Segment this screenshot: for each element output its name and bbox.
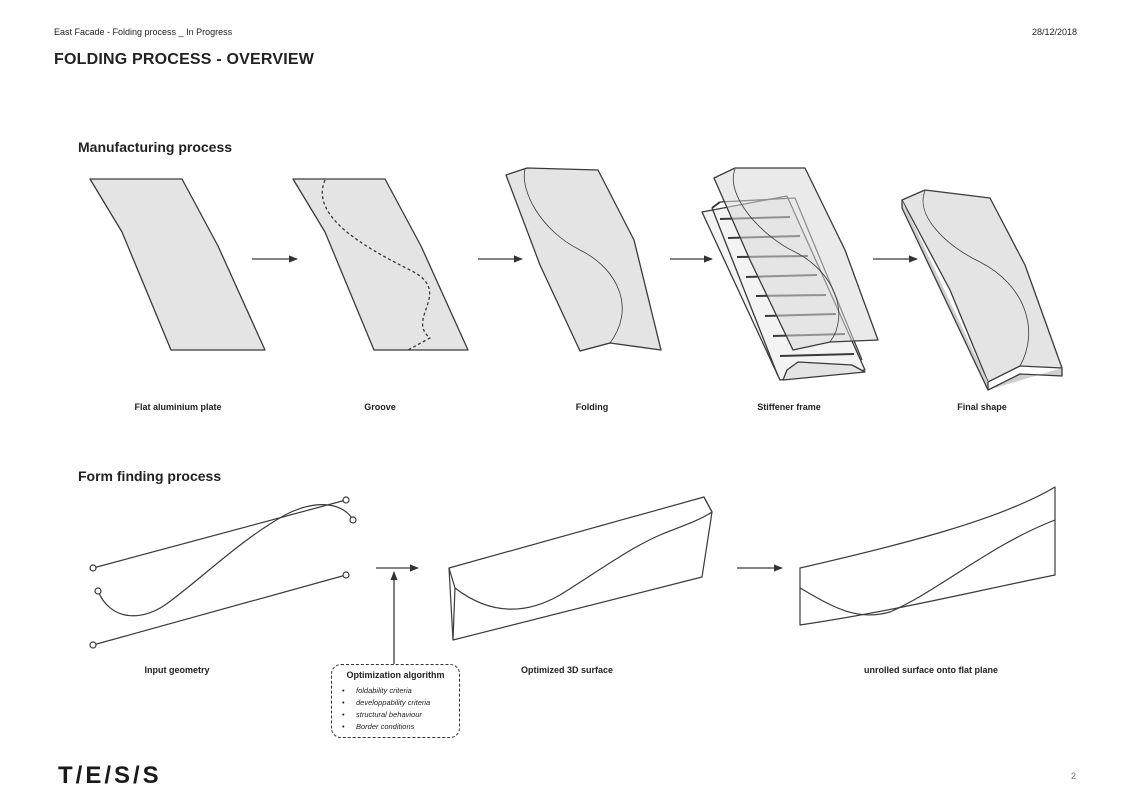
caption-unrolled-surface: unrolled surface onto flat plane: [863, 665, 998, 675]
algorithm-item: structural behaviour: [342, 709, 430, 721]
final-shape-drawing: [901, 189, 1063, 391]
caption-final-shape: Final shape: [957, 402, 1007, 412]
caption-stiffener-frame: Stiffener frame: [757, 402, 821, 412]
caption-input-geometry: Input geometry: [144, 665, 210, 675]
form-finding-section-title: Form finding process: [78, 468, 222, 484]
optimized-surface-drawing: [448, 496, 713, 641]
caption-folding: Folding: [575, 402, 609, 412]
folding-drawing: [505, 167, 662, 352]
algorithm-item: Border conditions: [342, 721, 430, 733]
page-title: FOLDING PROCESS - OVERVIEW: [54, 51, 315, 68]
caption-groove: Groove: [364, 402, 396, 412]
document-date: 28/12/2018: [1031, 27, 1077, 37]
unrolled-surface-drawing: [799, 486, 1056, 626]
optimization-algorithm-box: Optimization algorithm foldability crite…: [331, 664, 460, 738]
algorithm-item: developpability criteria: [342, 697, 430, 709]
stiffener-frame-drawing: [701, 167, 879, 381]
input-geometry-drawing: [89, 496, 357, 649]
algorithm-title: Optimization algorithm: [346, 670, 445, 680]
caption-optimized-surface: Optimized 3D surface: [520, 665, 614, 675]
manufacturing-section-title: Manufacturing process: [78, 139, 233, 155]
algorithm-item: foldability criteria: [342, 685, 430, 697]
flat-plate-drawing: [89, 178, 266, 351]
groove-drawing: [292, 178, 469, 351]
tess-logo: T/E/S/S: [58, 762, 162, 789]
page-number: 2: [1070, 771, 1076, 781]
document-subtitle: East Facade - Folding process _ In Progr…: [54, 27, 233, 37]
algorithm-criteria-list: foldability criteria developpability cri…: [342, 685, 430, 733]
caption-flat-plate: Flat aluminium plate: [134, 402, 222, 412]
